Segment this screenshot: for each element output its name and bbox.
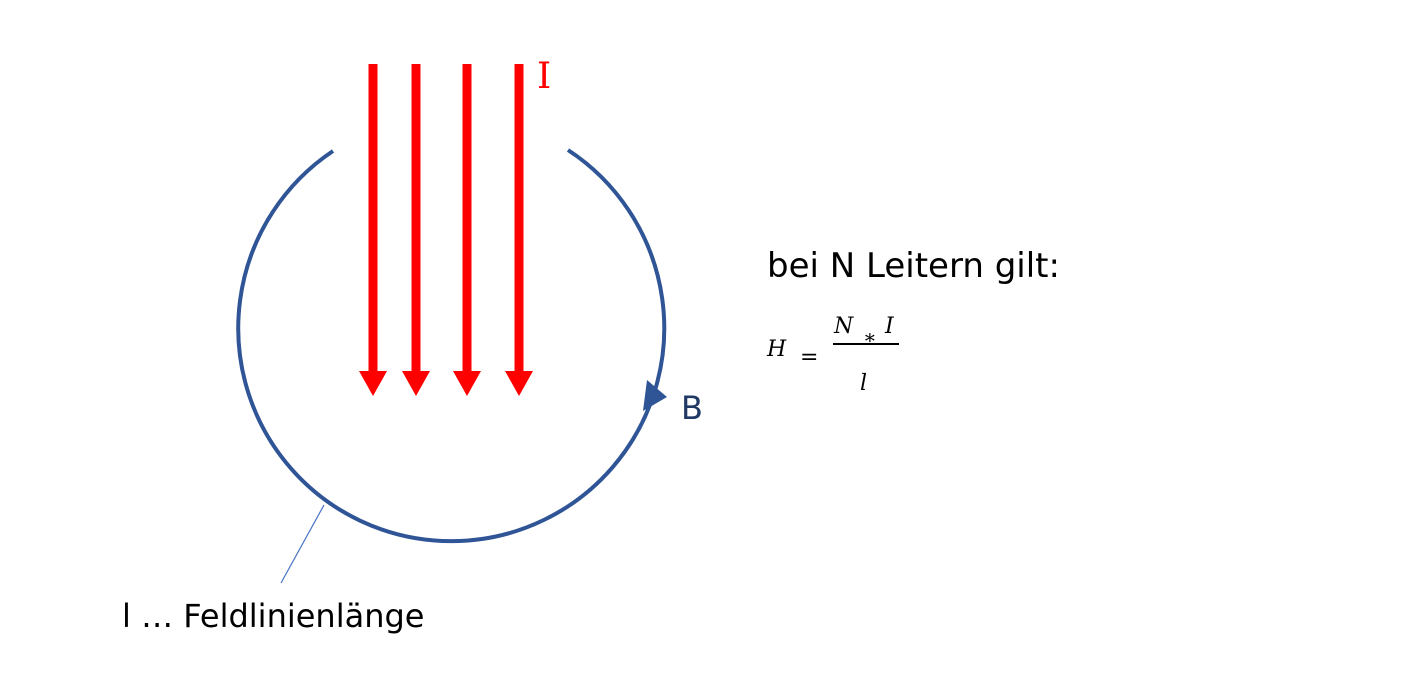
conductor-1-arrowhead [359, 371, 387, 396]
length-leader-line [280, 504, 325, 584]
field-label: B [681, 389, 703, 427]
conductor-4-arrowhead [505, 371, 533, 396]
formula-denominator: l [860, 371, 867, 396]
current-label: I [537, 56, 551, 97]
rule-heading: bei N Leitern gilt: [767, 246, 1060, 286]
formula: H = N ∗ I l [766, 314, 899, 396]
formula-times: ∗ [863, 325, 877, 349]
formula-equals: = [800, 345, 818, 370]
formula-numerator-n: N [833, 314, 854, 339]
conductor-2-arrowhead [402, 371, 430, 396]
current-conductors [359, 64, 533, 396]
formula-numerator-i: I [884, 314, 895, 339]
formula-lhs: H [766, 337, 787, 362]
field-direction-arrowhead [643, 380, 667, 411]
field-line-circle [236, 148, 667, 544]
length-note-label: l … Feldlinienlänge [122, 597, 424, 635]
conductor-3-arrowhead [453, 371, 481, 396]
